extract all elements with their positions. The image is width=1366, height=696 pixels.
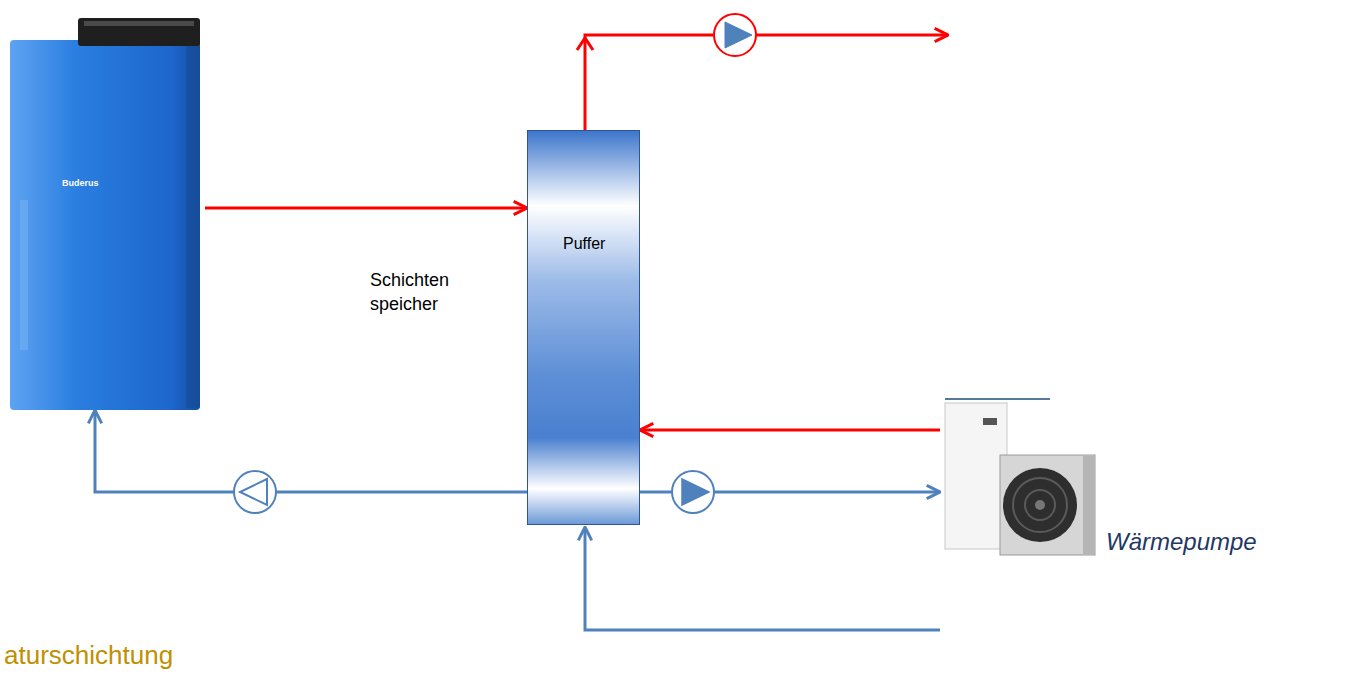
fan-ring bbox=[1013, 478, 1067, 532]
boiler-highlight bbox=[20, 200, 28, 350]
node-text: Wärmepumpe bbox=[1106, 528, 1257, 556]
fan-hub bbox=[1035, 500, 1045, 510]
boiler-unit: Buderus bbox=[8, 18, 205, 410]
outdoor-unit bbox=[1000, 455, 1095, 555]
fan-grille bbox=[1003, 468, 1077, 542]
pump-symbol bbox=[714, 14, 756, 56]
indoor-unit bbox=[945, 403, 1007, 549]
caption-note: aturschichtung bbox=[4, 638, 264, 673]
indoor-display bbox=[983, 418, 997, 425]
return-line bbox=[585, 527, 940, 630]
node-text: Buderus bbox=[62, 178, 99, 188]
pump-triangle bbox=[240, 479, 267, 505]
supply-line bbox=[585, 35, 948, 130]
heat-pump-picture bbox=[945, 399, 1095, 555]
flow-arrow bbox=[577, 38, 593, 50]
heat-pump-line bbox=[945, 398, 1050, 400]
boiler-side bbox=[186, 46, 200, 408]
buffer-tank: Puffer bbox=[527, 130, 640, 525]
pump-symbol bbox=[234, 471, 276, 513]
tank-label: Schichten speicher bbox=[370, 268, 490, 317]
boiler-body bbox=[10, 40, 200, 410]
pump-triangle bbox=[725, 22, 752, 48]
outdoor-side bbox=[1083, 456, 1094, 554]
pipe-connector bbox=[95, 410, 527, 492]
control-panel-edge bbox=[84, 21, 194, 26]
pipe-connector bbox=[205, 207, 527, 210]
node-text: Puffer bbox=[563, 235, 605, 253]
pipe-connector bbox=[640, 429, 940, 432]
heat-pump: Wärmepumpe bbox=[940, 398, 1100, 560]
control-panel bbox=[78, 18, 200, 46]
fan-ring bbox=[1025, 490, 1055, 520]
boiler-picture bbox=[10, 18, 200, 410]
pump-symbol bbox=[672, 471, 714, 513]
pump-triangle bbox=[682, 479, 709, 505]
